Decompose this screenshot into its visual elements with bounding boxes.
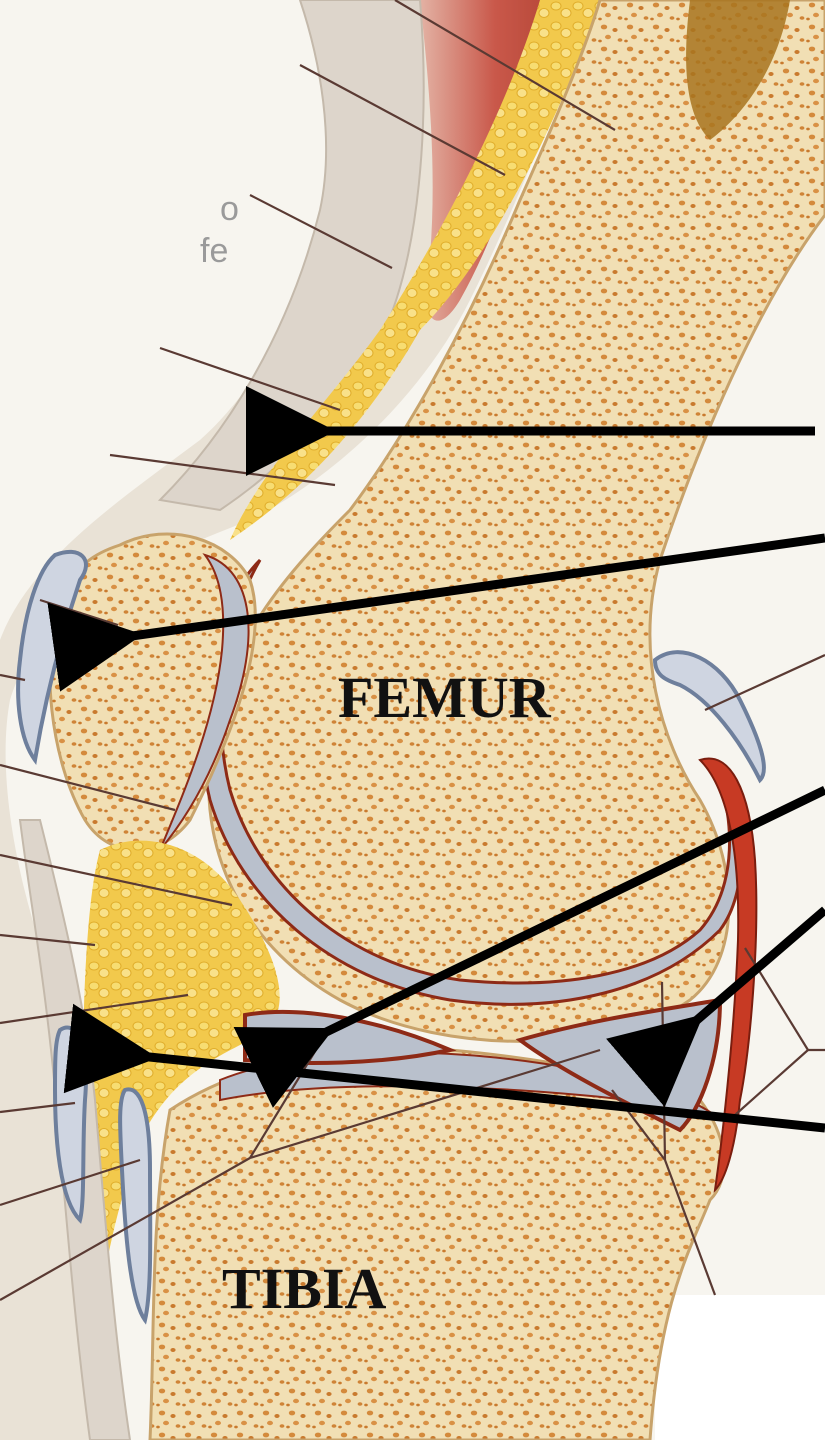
tibia-label: TIBIA <box>222 1256 387 1321</box>
femur-label: FEMUR <box>338 665 552 730</box>
faint-text-line1: o <box>220 190 239 228</box>
blank-corner-panel <box>655 1295 825 1440</box>
faint-text-line2: fe <box>200 232 228 270</box>
